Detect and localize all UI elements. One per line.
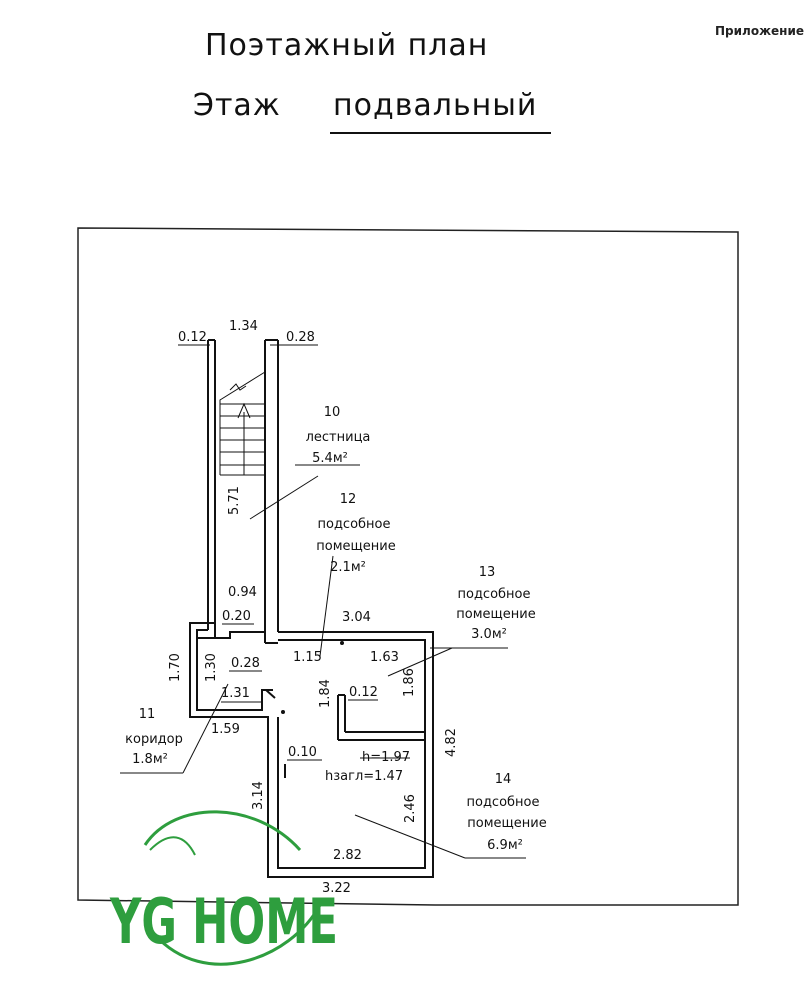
dim-1-63: 1.63 [370, 650, 399, 665]
dim-0-12: 0.12 [178, 330, 207, 345]
room-11-area: 1.8м² [132, 752, 168, 767]
leader-lines [120, 344, 526, 859]
room-13-number: 13 [479, 565, 496, 580]
appendix-label: Приложение [715, 24, 804, 38]
depth-height: hзагл=1.47 [325, 769, 403, 784]
room-14-name-line1: подсобное [466, 795, 539, 810]
room-11-number: 11 [139, 707, 156, 722]
room-12-name-line1: подсобное [317, 517, 390, 532]
dim-0-12-mid: 0.12 [349, 685, 378, 700]
room-labels: 10 лестница 5.4м² 11 коридор 1.8м² 12 по… [125, 405, 547, 853]
floor-label-prefix: Этаж [193, 88, 281, 123]
staircase [219, 371, 266, 476]
dim-1-15: 1.15 [293, 650, 322, 665]
floor-label-value: подвальный [333, 88, 538, 123]
dim-1-59: 1.59 [211, 722, 240, 737]
dim-1-84: 1.84 [318, 679, 333, 708]
dim-0-10: 0.10 [288, 745, 317, 760]
dim-3-14: 3.14 [251, 781, 266, 810]
dim-0-20: 0.20 [222, 609, 251, 624]
ceiling-height: h=1.97 [362, 750, 410, 765]
room-12-area: 2.1м² [330, 560, 366, 575]
wall-dot [281, 710, 285, 714]
room-14-name-line2: помещение [467, 816, 546, 831]
dimension-labels: 0.12 1.34 0.28 5.71 0.94 0.20 3.04 1.70 … [168, 319, 459, 896]
dim-0-28-mid: 0.28 [231, 656, 260, 671]
room-12-name-line2: помещение [316, 539, 395, 554]
room-12-number: 12 [340, 492, 357, 507]
room-13-area: 3.0м² [471, 627, 507, 642]
room-14-area: 6.9м² [487, 838, 523, 853]
dim-3-22: 3.22 [322, 881, 351, 896]
room-10-number: 10 [324, 405, 341, 420]
room-11-name: коридор [125, 732, 183, 747]
dim-0-94: 0.94 [228, 585, 257, 600]
dim-3-04: 3.04 [342, 610, 371, 625]
room-13-name-line2: помещение [456, 607, 535, 622]
dim-2-46: 2.46 [403, 794, 418, 823]
dim-4-82: 4.82 [444, 728, 459, 757]
dim-2-82: 2.82 [333, 848, 362, 863]
plan-title: Поэтажный план [205, 28, 489, 63]
dim-1-30: 1.30 [204, 653, 219, 682]
dim-1-31: 1.31 [221, 686, 250, 701]
wall-dot [340, 641, 344, 645]
dim-0-28-top: 0.28 [286, 330, 315, 345]
sheet-frame [77, 227, 739, 906]
watermark-logo: YG HOME [109, 810, 338, 966]
room-14-number: 14 [495, 772, 512, 787]
room-10-name: лестница [306, 430, 371, 445]
room-10-area: 5.4м² [312, 451, 348, 466]
dim-1-86: 1.86 [402, 668, 417, 697]
walls [189, 339, 434, 878]
room-13-name-line1: подсобное [457, 587, 530, 602]
dim-1-70: 1.70 [168, 653, 183, 682]
watermark-text: YG HOME [109, 885, 338, 958]
dim-5-71: 5.71 [227, 486, 242, 515]
dim-1-34: 1.34 [229, 319, 258, 334]
